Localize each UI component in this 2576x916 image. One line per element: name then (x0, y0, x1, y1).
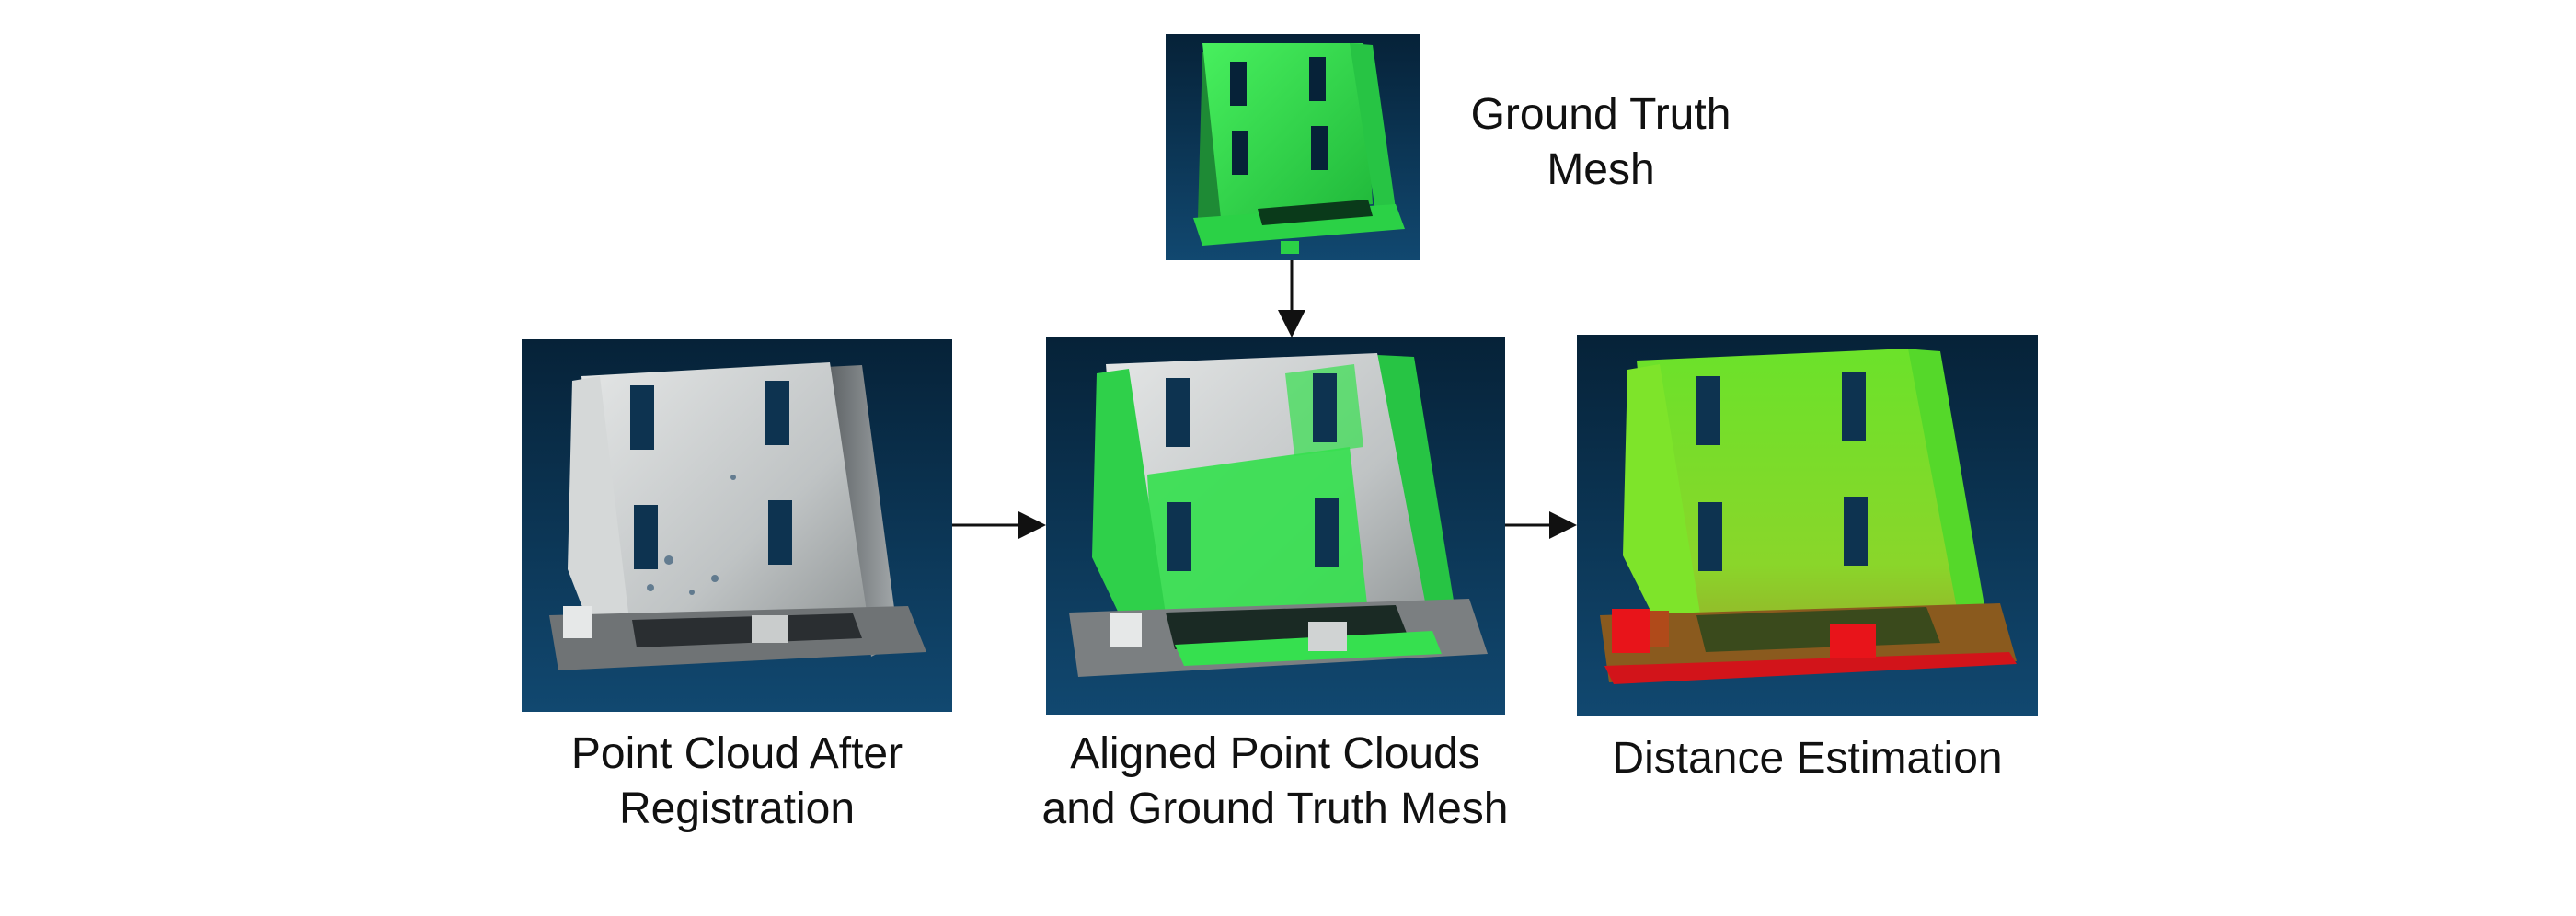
aligned-caption-line2: and Ground Truth Mesh (1041, 784, 1509, 833)
point-cloud-image (522, 339, 952, 712)
point-cloud-caption-line1: Point Cloud After (570, 729, 903, 778)
aligned-caption-line1: Aligned Point Clouds (1070, 729, 1480, 778)
distance-caption-line1: Distance Estimation (1612, 734, 2003, 783)
ground-truth-caption-line2: Mesh (1547, 145, 1655, 194)
aligned-point-clouds-image (1046, 337, 1505, 715)
point-cloud-caption-line2: Registration (618, 784, 856, 833)
distance-caption: Distance Estimation (1577, 731, 2038, 786)
ground-truth-caption: Ground Truth Mesh (1435, 87, 1766, 198)
ground-truth-caption-line1: Ground Truth (1470, 90, 1731, 139)
aligned-caption: Aligned Point Clouds and Ground Truth Me… (1018, 727, 1533, 837)
point-cloud-caption: Point Cloud After Registration (507, 727, 967, 837)
distance-estimation-image (1577, 335, 2038, 716)
ground-truth-mesh-image (1166, 34, 1420, 260)
